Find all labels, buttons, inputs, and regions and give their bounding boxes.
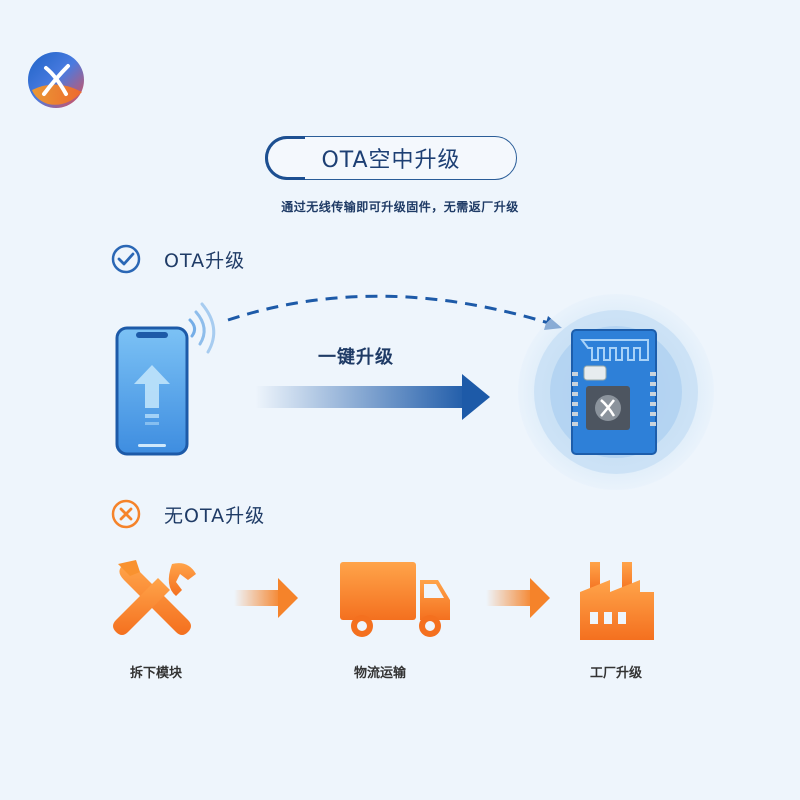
tools-icon [113,560,196,635]
section-ota: OTA升级 [110,243,245,275]
brand-logo-icon [28,52,84,108]
ota-illustration [115,294,714,490]
step-label-logistics: 物流运输 [353,666,406,681]
factory-icon [580,562,654,640]
flow-arrow-1 [234,578,298,618]
upgrade-arrow [255,374,490,420]
truck-icon [340,562,450,637]
section-no-ota-label: 无OTA升级 [164,504,266,527]
section-ota-label: OTA升级 [164,249,246,272]
page-title: OTA空中升级 [321,148,461,173]
dashed-transfer-arc [227,294,556,327]
title-banner: OTA空中升级 [264,135,517,180]
step-label-factory-upgrade: 工厂升级 [589,666,642,681]
flow-arrow-2 [486,578,550,618]
no-ota-illustration [113,560,654,640]
one-click-upgrade-label: 一键升级 [318,347,394,368]
smartphone-icon [115,326,189,456]
step-label-remove-module: 拆下模块 [129,666,182,681]
check-circle-icon [111,244,141,274]
wireless-signal-icon [188,302,216,354]
x-circle-icon [111,499,141,529]
page-subtitle: 通过无线传输即可升级固件，无需返厂升级 [281,200,519,214]
section-no-ota: 无OTA升级 [110,498,265,530]
wifi-module-icon [571,329,657,455]
